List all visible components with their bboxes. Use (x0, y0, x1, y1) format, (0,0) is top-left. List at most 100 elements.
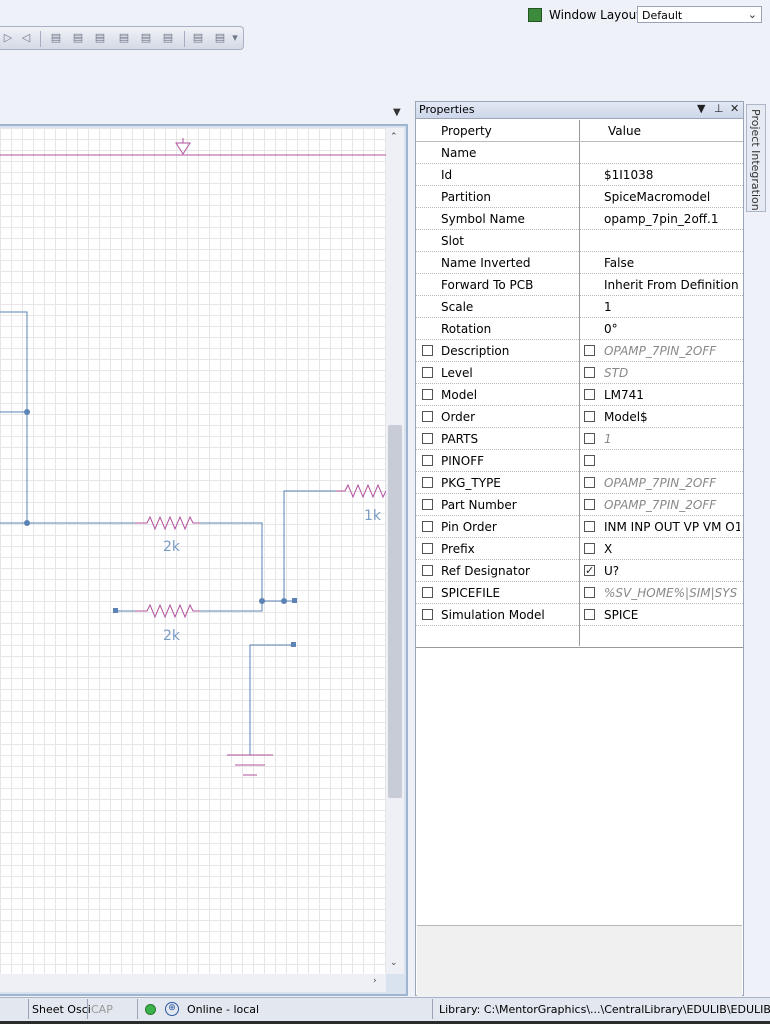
property-value[interactable]: SPICE (604, 608, 639, 622)
property-visibility-checkbox[interactable] (422, 565, 433, 576)
property-value[interactable]: False (604, 256, 635, 270)
property-row[interactable]: Id$1I1038 (416, 164, 743, 186)
toolbar-separator (184, 31, 185, 47)
network-icon[interactable]: ⊕ (165, 1002, 179, 1016)
wire (283, 490, 336, 601)
property-value[interactable]: 0° (604, 322, 618, 336)
status-caps: CAP (91, 1003, 113, 1016)
property-value[interactable]: $1I1038 (604, 168, 654, 182)
property-value[interactable]: Inherit From Definition (604, 278, 739, 292)
value-visibility-checkbox[interactable] (584, 411, 595, 422)
property-value[interactable]: STD (604, 366, 629, 380)
value-visibility-checkbox[interactable] (584, 367, 595, 378)
status-sheet[interactable]: Sheet Osci (32, 1003, 91, 1016)
value-visibility-checkbox[interactable] (584, 345, 595, 356)
property-value[interactable]: OPAMP_7PIN_2OFF (604, 344, 717, 358)
align-bottom-icon[interactable]: ▤ (162, 31, 174, 44)
property-visibility-checkbox[interactable] (422, 367, 433, 378)
horizontal-scrollbar[interactable]: › (0, 974, 386, 992)
property-visibility-checkbox[interactable] (422, 345, 433, 356)
value-visibility-checkbox[interactable] (584, 543, 595, 554)
close-icon[interactable]: ✕ (730, 102, 740, 115)
align-middle-icon[interactable]: ▤ (140, 31, 152, 44)
property-visibility-checkbox[interactable] (422, 411, 433, 422)
property-value[interactable]: X (604, 542, 613, 556)
property-visibility-checkbox[interactable] (422, 521, 433, 532)
property-row[interactable]: SPICEFILE%SV_HOME%|SIM|SYS (416, 582, 743, 604)
value-visibility-checkbox[interactable] (584, 521, 595, 532)
property-visibility-checkbox[interactable] (422, 499, 433, 510)
align-left-icon[interactable]: ▤ (50, 31, 62, 44)
value-visibility-checkbox[interactable] (584, 477, 595, 488)
wire (249, 644, 294, 755)
property-visibility-checkbox[interactable] (422, 609, 433, 620)
property-value[interactable]: LM741 (604, 388, 644, 402)
property-row[interactable]: Slot (416, 230, 743, 252)
scroll-down-icon[interactable]: ⌄ (390, 958, 398, 968)
property-value[interactable]: INM INP OUT VP VM O1 (604, 520, 740, 534)
property-row[interactable]: Name (416, 142, 743, 164)
property-visibility-checkbox[interactable] (422, 433, 433, 444)
value-visibility-checkbox[interactable]: ✓ (584, 564, 595, 577)
property-visibility-checkbox[interactable] (422, 543, 433, 554)
value-visibility-checkbox[interactable] (584, 389, 595, 400)
property-visibility-checkbox[interactable] (422, 587, 433, 598)
property-value[interactable]: opamp_7pin_2off.1 (604, 212, 719, 226)
project-integration-tab[interactable]: Project Integration (746, 104, 766, 212)
property-visibility-checkbox[interactable] (422, 477, 433, 488)
value-visibility-checkbox[interactable] (584, 455, 595, 466)
pin-icon[interactable]: ⊥ (714, 102, 724, 115)
window-layouts-icon[interactable] (528, 8, 542, 22)
canvas-menu-dropdown-icon[interactable]: ▼ (393, 107, 401, 118)
property-row[interactable]: PINOFF (416, 450, 743, 472)
window-layouts-label: Window Layouts: (549, 8, 652, 22)
panel-menu-icon[interactable]: ▼ (697, 102, 706, 115)
flip-vertical-icon[interactable]: ◁ (21, 31, 31, 44)
vertical-scroll-thumb[interactable] (388, 425, 402, 798)
property-value[interactable]: 1 (604, 432, 612, 446)
scroll-up-icon[interactable]: ⌃ (390, 132, 398, 142)
window-layouts-select[interactable]: Default ⌄ (637, 6, 762, 23)
schematic-canvas[interactable]: 1k 2k 2k (0, 128, 386, 974)
distribute-horizontal-icon[interactable]: ▤ (192, 31, 204, 44)
property-value[interactable]: U? (604, 564, 620, 578)
value-visibility-checkbox[interactable] (584, 433, 595, 444)
property-value[interactable]: OPAMP_7PIN_2OFF (604, 476, 717, 490)
flip-horizontal-icon[interactable]: ▷ (3, 31, 13, 44)
property-row[interactable]: Scale 1 (416, 296, 743, 318)
property-row[interactable]: Level STD (416, 362, 743, 384)
toolbar-overflow-icon[interactable]: ▾ (232, 31, 238, 44)
property-value[interactable]: SpiceMacromodel (604, 190, 711, 204)
value-visibility-checkbox[interactable] (584, 587, 595, 598)
value-visibility-checkbox[interactable] (584, 609, 595, 620)
property-visibility-checkbox[interactable] (422, 389, 433, 400)
scroll-right-icon[interactable]: › (373, 976, 377, 986)
distribute-vertical-icon[interactable]: ▤ (214, 31, 226, 44)
value-visibility-checkbox[interactable] (584, 499, 595, 510)
property-value[interactable]: OPAMP_7PIN_2OFF (604, 498, 717, 512)
property-value[interactable]: %SV_HOME%|SIM|SYS (604, 586, 738, 600)
property-value[interactable]: 1 (604, 300, 612, 314)
property-visibility-checkbox[interactable] (422, 455, 433, 466)
property-name: Scale (441, 300, 474, 314)
property-value[interactable]: Model$ (604, 410, 648, 424)
align-top-icon[interactable]: ▤ (118, 31, 130, 44)
align-right-icon[interactable]: ▤ (94, 31, 106, 44)
align-center-icon[interactable]: ▤ (72, 31, 84, 44)
property-name: Level (441, 366, 473, 380)
